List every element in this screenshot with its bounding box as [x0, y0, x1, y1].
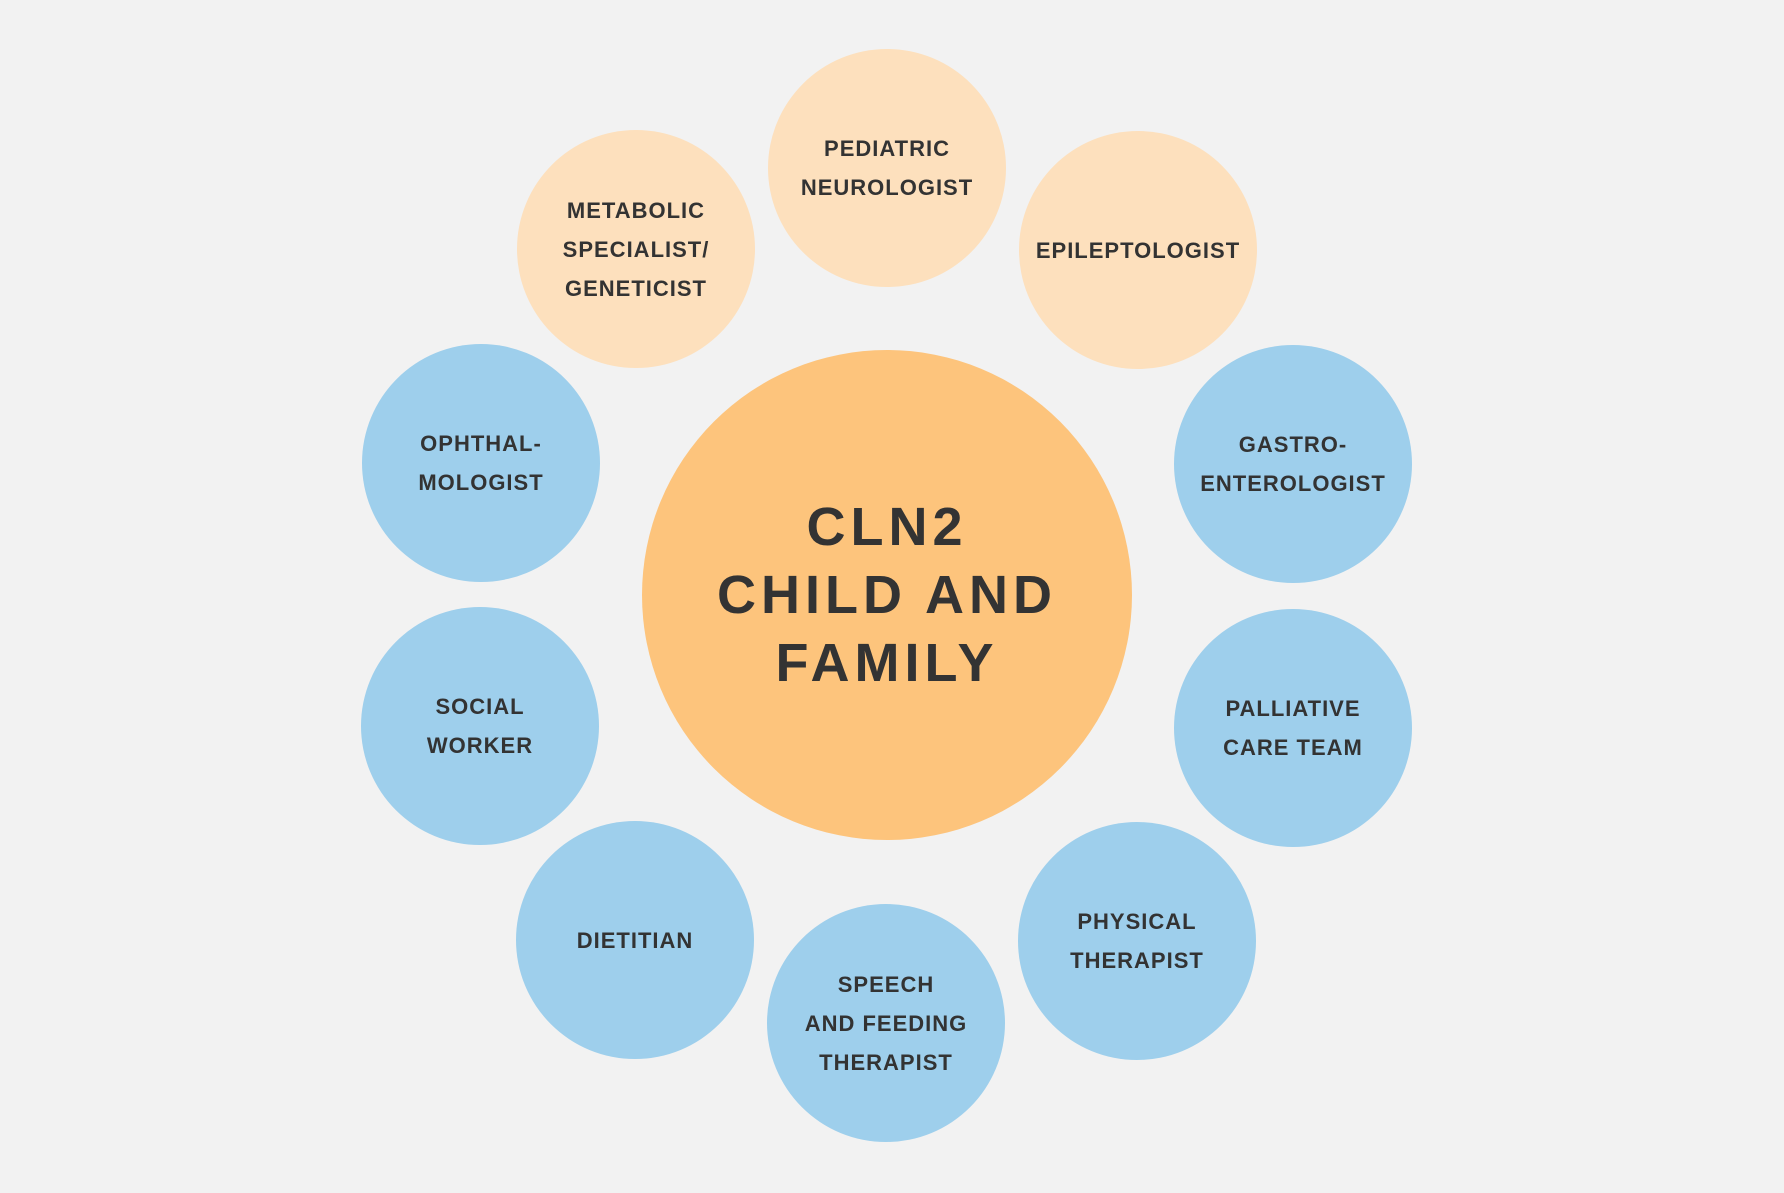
ophthalmologist-line-2: MOLOGIST — [418, 470, 544, 495]
speech-feeding-therapist-line-1: SPEECH — [837, 971, 935, 997]
metabolic-specialist-circle: METABOLIC SPECIALIST/ GENETICIST — [517, 130, 755, 368]
physical-therapist-line-2: THERAPIST — [1070, 948, 1204, 973]
palliative-care-team-line-1: PALLIATIVE — [1225, 696, 1361, 721]
ophthalmologist-circle: OPHTHAL- MOLOGIST — [362, 344, 600, 582]
epileptologist-label: EPILEPTOLOGIST — [1036, 231, 1240, 270]
social-worker-circle: SOCIAL WORKER — [361, 607, 599, 845]
ophthalmologist-label: OPHTHAL- MOLOGIST — [418, 424, 543, 502]
epileptologist-circle: EPILEPTOLOGIST — [1019, 131, 1257, 369]
center-label: CLN2 CHILD AND FAMILY — [717, 493, 1057, 697]
physical-therapist-line-1: PHYSICAL — [1077, 909, 1197, 934]
center-label-line-1: CLN2 — [806, 497, 968, 557]
gastroenterologist-line-2: ENTEROLOGIST — [1200, 471, 1386, 496]
center-label-line-2: CHILD AND — [717, 565, 1057, 625]
pediatric-neurologist-label: PEDIATRIC NEUROLOGIST — [801, 129, 973, 207]
pediatric-neurologist-line-1: PEDIATRIC — [824, 136, 950, 161]
ophthalmologist-line-1: OPHTHAL- — [420, 431, 542, 456]
dietitian-line-1: DIETITIAN — [576, 927, 694, 953]
physical-therapist-label: PHYSICAL THERAPIST — [1070, 902, 1204, 980]
dietitian-circle: DIETITIAN — [516, 821, 754, 1059]
speech-feeding-therapist-circle: SPEECH AND FEEDING THERAPIST — [767, 904, 1005, 1142]
metabolic-specialist-line-3: GENETICIST — [564, 275, 707, 301]
epileptologist-line-1: EPILEPTOLOGIST — [1035, 237, 1241, 263]
social-worker-label: SOCIAL WORKER — [427, 687, 533, 765]
speech-feeding-therapist-line-2: AND FEEDING — [804, 1010, 968, 1036]
palliative-care-team-label: PALLIATIVE CARE TEAM — [1223, 689, 1363, 767]
metabolic-specialist-line-1: METABOLIC — [566, 197, 706, 223]
social-worker-line-1: SOCIAL — [435, 694, 525, 719]
dietitian-label: DIETITIAN — [577, 921, 694, 960]
pediatric-neurologist-circle: PEDIATRIC NEUROLOGIST — [768, 49, 1006, 287]
metabolic-specialist-label: METABOLIC SPECIALIST/ GENETICIST — [563, 191, 710, 308]
gastroenterologist-line-1: GASTRO- — [1238, 432, 1348, 457]
gastroenterologist-circle: GASTRO- ENTEROLOGIST — [1174, 345, 1412, 583]
physical-therapist-circle: PHYSICAL THERAPIST — [1018, 822, 1256, 1060]
social-worker-line-2: WORKER — [426, 733, 534, 758]
gastroenterologist-label: GASTRO- ENTEROLOGIST — [1200, 425, 1386, 503]
speech-feeding-therapist-line-3: THERAPIST — [819, 1049, 953, 1075]
speech-feeding-therapist-label: SPEECH AND FEEDING THERAPIST — [805, 965, 968, 1082]
center-circle-cln2-child-and-family: CLN2 CHILD AND FAMILY — [642, 350, 1132, 840]
metabolic-specialist-line-2: SPECIALIST/ — [562, 236, 710, 262]
pediatric-neurologist-line-2: NEUROLOGIST — [800, 175, 974, 200]
center-label-line-3: FAMILY — [775, 633, 999, 693]
palliative-care-team-line-2: CARE TEAM — [1223, 735, 1363, 760]
palliative-care-team-circle: PALLIATIVE CARE TEAM — [1174, 609, 1412, 847]
